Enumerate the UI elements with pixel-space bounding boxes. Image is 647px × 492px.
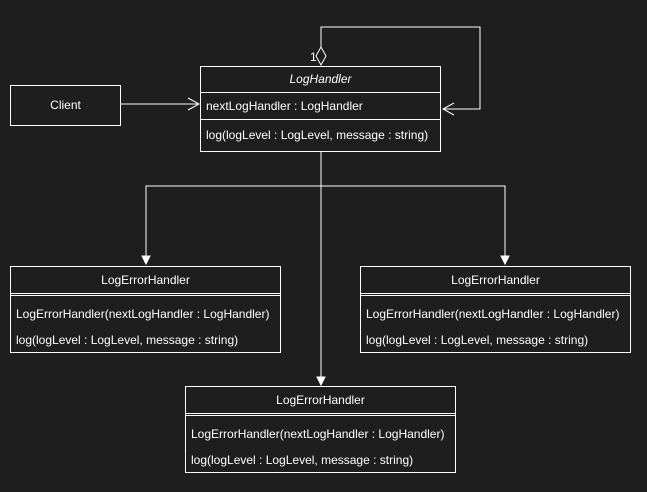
log-error-handler-right-class-name: LogErrorHandler: [361, 267, 630, 296]
operation-log: log(logLevel : LogLevel, message : strin…: [191, 453, 414, 467]
log-handler-class[interactable]: LogHandler nextLogHandler : LogHandler l…: [200, 66, 441, 152]
log-error-handler-right[interactable]: LogErrorHandler LogErrorHandler(nextLogH…: [360, 266, 631, 353]
log-error-handler-bottom[interactable]: LogErrorHandler LogErrorHandler(nextLogH…: [185, 386, 456, 473]
arrowhead-right-handler: [500, 255, 510, 266]
log-handler-operations: log(logLevel : LogLevel, message : strin…: [201, 120, 440, 148]
operation-log: log(logLevel : LogLevel, message : strin…: [16, 333, 239, 347]
self-aggregation-line: [320, 26, 481, 110]
operation-log: log(logLevel : LogLevel, message : strin…: [206, 128, 429, 142]
operation-log: log(logLevel : LogLevel, message : strin…: [366, 333, 589, 347]
self-aggregation-arrowhead: [441, 102, 455, 116]
client-box[interactable]: Client: [10, 85, 121, 126]
arrowhead-bottom-handler: [316, 376, 326, 387]
operation-constructor: LogErrorHandler(nextLogHandler : LogHand…: [191, 427, 445, 441]
log-error-handler-right-operations: LogErrorHandler(nextLogHandler : LogHand…: [361, 296, 630, 353]
log-error-handler-left-class-name: LogErrorHandler: [11, 267, 280, 296]
log-handler-attributes: nextLogHandler : LogHandler: [201, 93, 440, 120]
attribute-next-log-handler: nextLogHandler : LogHandler: [206, 99, 363, 113]
client-label: Client: [50, 98, 81, 112]
log-error-handler-bottom-operations: LogErrorHandler(nextLogHandler : LogHand…: [186, 416, 455, 473]
client-association-arrowhead: [187, 97, 201, 111]
operation-constructor: LogErrorHandler(nextLogHandler : LogHand…: [16, 307, 270, 321]
branch-right-line: [321, 185, 506, 264]
log-handler-class-name: LogHandler: [201, 67, 440, 93]
arrowhead-left-handler: [141, 255, 151, 266]
operation-constructor: LogErrorHandler(nextLogHandler : LogHand…: [366, 307, 620, 321]
aggregation-diamond: [315, 45, 327, 67]
log-error-handler-bottom-class-name: LogErrorHandler: [186, 387, 455, 416]
log-error-handler-left-operations: LogErrorHandler(nextLogHandler : LogHand…: [11, 296, 280, 353]
branch-left-line: [145, 185, 321, 264]
multiplicity-label: 1: [310, 50, 317, 64]
log-error-handler-left[interactable]: LogErrorHandler LogErrorHandler(nextLogH…: [10, 266, 281, 353]
